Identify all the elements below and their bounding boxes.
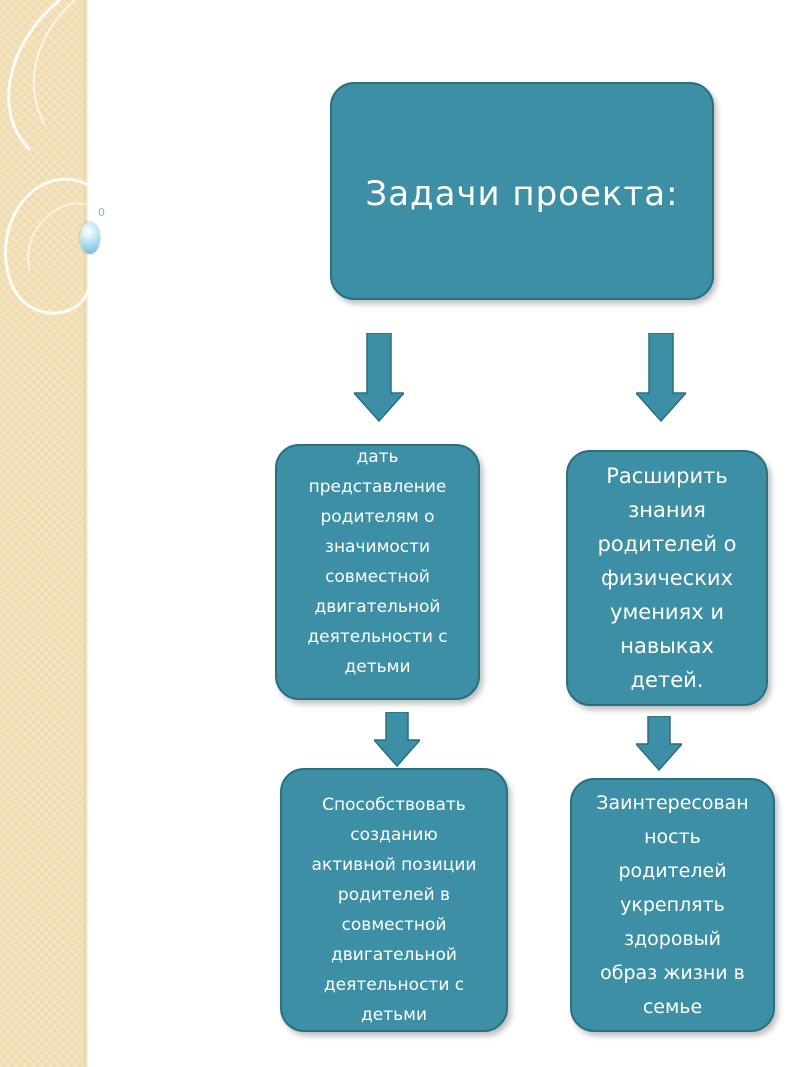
title-node: Задачи проекта:	[330, 82, 714, 300]
arrow-down-icon	[354, 333, 404, 423]
title-text: Задачи проекта:	[365, 168, 678, 214]
task-text-1: дать представление родителям о значимост…	[307, 442, 447, 682]
task-node-1: дать представление родителям о значимост…	[275, 444, 480, 700]
result-text-2: Заинтересован ность родителей укреплять …	[596, 786, 748, 1024]
decorative-swirl	[0, 0, 130, 340]
arrow-down-icon	[636, 333, 686, 423]
bead-ornament	[80, 222, 100, 254]
result-text-1: Способствовать созданию активной позиции…	[312, 790, 477, 1030]
result-node-1: Способствовать созданию активной позиции…	[280, 768, 508, 1032]
arrow-down-icon	[636, 716, 682, 772]
arrow-down-icon	[374, 712, 420, 768]
result-node-2: Заинтересован ность родителей укреплять …	[570, 778, 775, 1032]
task-node-2: Расширить знания родителей о физических …	[566, 450, 768, 706]
task-text-2: Расширить знания родителей о физических …	[597, 459, 736, 697]
bead-label: 0	[98, 206, 105, 219]
